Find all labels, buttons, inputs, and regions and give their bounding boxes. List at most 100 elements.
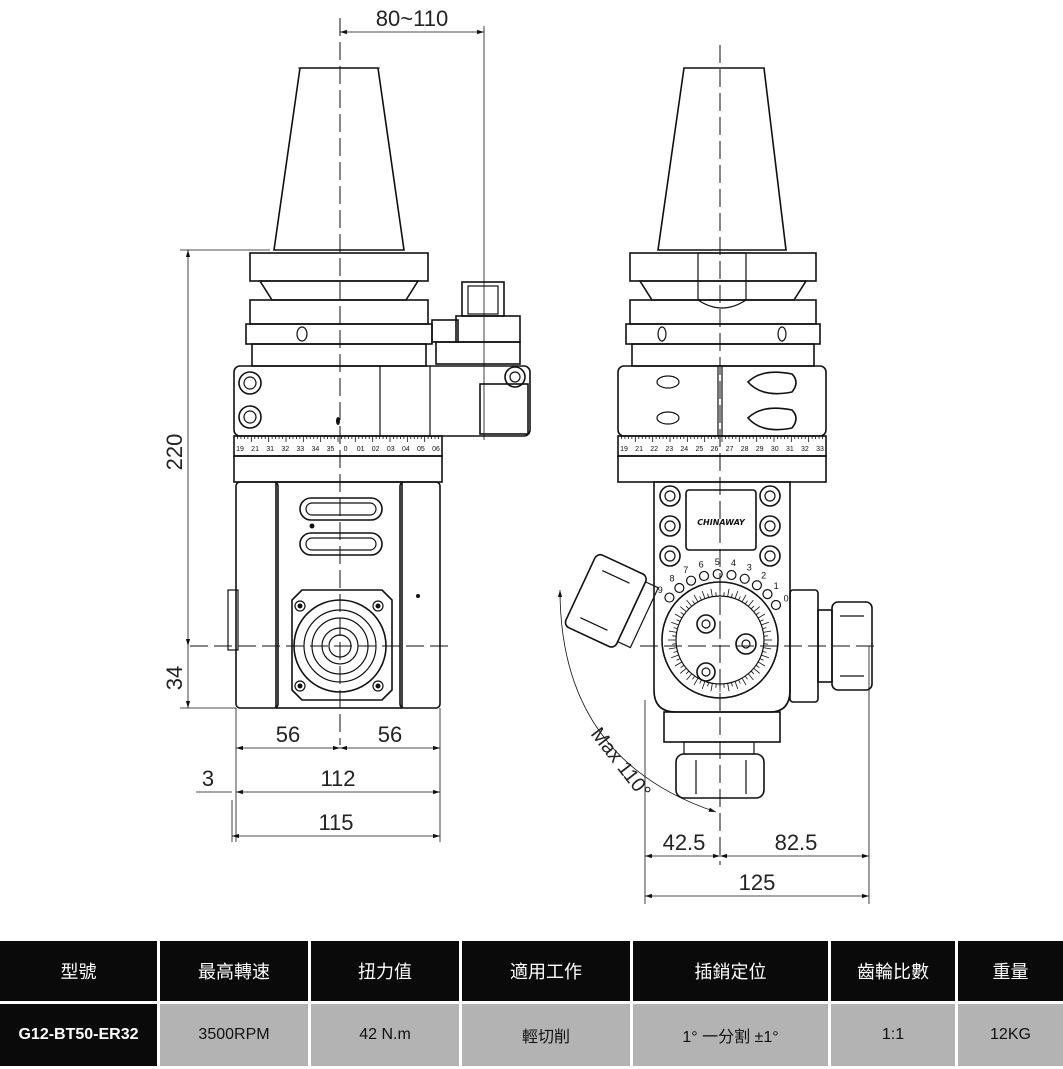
dial-tick xyxy=(693,677,699,686)
dial-tick xyxy=(762,627,767,629)
dial-tick xyxy=(668,647,677,650)
dial-tick xyxy=(680,612,685,616)
header-pin-position: 插銷定位 xyxy=(630,941,830,1003)
index-hole xyxy=(685,575,697,586)
dial-tick xyxy=(673,627,678,629)
dial-tick xyxy=(727,588,730,597)
bolt-icon xyxy=(759,545,781,567)
spec-table: 型號 最高轉速 扭力值 適用工作 插銷定位 齒輪比數 重量 G12-BT50-E… xyxy=(0,941,1063,1066)
dial-tick xyxy=(670,654,679,659)
bolt-icon xyxy=(759,485,781,507)
scale-left-label: 33 xyxy=(296,446,304,453)
index-hole xyxy=(674,582,685,594)
dim-112: 112 xyxy=(320,766,355,791)
scale-right-label: 21 xyxy=(635,446,643,453)
scale-right-label: 25 xyxy=(695,446,703,453)
dial-tick xyxy=(747,599,754,607)
index-hole xyxy=(751,580,763,591)
dial-tick xyxy=(755,612,760,616)
dial-tick xyxy=(738,679,741,684)
cell-pin-position: 1° 一分割 ±1° xyxy=(630,1001,830,1066)
left-dimensions: 80~110 220 34 56 56 3 112 115 xyxy=(162,6,485,842)
dial-tick xyxy=(692,600,696,605)
dial-tick xyxy=(674,661,683,667)
dim-56-right: 56 xyxy=(378,722,402,747)
dial-tick xyxy=(761,621,770,626)
scale-left-label: 03 xyxy=(387,446,395,453)
scale-right-label: 27 xyxy=(726,446,734,453)
scale-left-label: 34 xyxy=(311,446,319,453)
scale-right-label: 19 xyxy=(620,446,628,453)
index-hole xyxy=(712,568,723,580)
dial-tick xyxy=(685,670,690,675)
dial-tick xyxy=(750,670,755,675)
dim-34: 34 xyxy=(162,666,187,690)
dial-tick xyxy=(707,593,709,598)
dial-tick xyxy=(763,630,772,633)
dial-tick xyxy=(753,606,761,613)
dial-tick xyxy=(734,681,739,690)
index-number: 1 xyxy=(774,581,779,591)
dim-115: 115 xyxy=(318,810,353,835)
cell-application: 輕切削 xyxy=(459,1001,632,1066)
dial-tick xyxy=(679,606,687,613)
dial-tick xyxy=(759,619,764,622)
dim-56-left: 56 xyxy=(276,722,300,747)
dial-tick xyxy=(731,593,733,598)
header-max-speed: 最高轉速 xyxy=(157,941,310,1003)
dim-80-110: 80~110 xyxy=(376,6,448,31)
scale-right-label: 29 xyxy=(756,446,764,453)
dial-tick xyxy=(731,682,733,687)
dial-tick xyxy=(761,654,770,659)
dial-tick xyxy=(755,664,760,668)
bolt-icon xyxy=(759,515,781,537)
dial-tick xyxy=(763,647,772,650)
header-application: 適用工作 xyxy=(459,941,632,1003)
right-dimensions: Max 110° 42.5 82.5 125 xyxy=(557,589,870,904)
header-model: 型號 xyxy=(0,941,159,1003)
cell-torque: 42 N.m xyxy=(308,1001,461,1066)
dim-82-5: 82.5 xyxy=(775,830,818,855)
dial-tick xyxy=(670,621,679,626)
dial-tick xyxy=(668,630,677,633)
dial-tick xyxy=(674,613,683,619)
dial-tick xyxy=(734,590,739,599)
brand-logo: CHINAWAY xyxy=(697,518,746,527)
header-gear-ratio: 齒輪比數 xyxy=(828,941,957,1003)
index-number: 2 xyxy=(761,570,766,580)
dial-tick xyxy=(710,683,713,692)
scale-left-label: 06 xyxy=(432,446,440,453)
dial-tick xyxy=(699,596,702,601)
scale-right-label: 32 xyxy=(801,446,809,453)
dim-220: 220 xyxy=(162,434,187,471)
dial-tick xyxy=(679,667,687,674)
index-hole xyxy=(664,592,675,603)
dial-tick xyxy=(747,673,754,681)
dial-tick xyxy=(744,600,748,605)
index-number: 8 xyxy=(669,574,674,584)
scale-right-label: 23 xyxy=(665,446,673,453)
dial-tick xyxy=(676,658,681,661)
dial-tick xyxy=(686,599,693,607)
dim-125: 125 xyxy=(739,870,776,895)
dial-tick xyxy=(710,588,713,597)
scale-left-label: 01 xyxy=(357,446,365,453)
dial-tick xyxy=(744,675,748,680)
dial-tick xyxy=(757,613,766,619)
scale-right-label: 26 xyxy=(711,446,719,453)
dial-tick xyxy=(741,677,747,686)
scale-left-label: 19 xyxy=(236,446,244,453)
dial-tick xyxy=(693,594,699,603)
dial-tick xyxy=(686,673,693,681)
scale-left-label: 04 xyxy=(402,446,410,453)
index-number: 3 xyxy=(747,563,752,573)
dim-3: 3 xyxy=(202,766,214,791)
index-hole xyxy=(698,570,710,582)
cell-max-speed: 3500RPM xyxy=(157,1001,310,1066)
dial-tick xyxy=(680,664,685,668)
index-number: 5 xyxy=(715,557,720,567)
scale-right-label: 22 xyxy=(650,446,658,453)
